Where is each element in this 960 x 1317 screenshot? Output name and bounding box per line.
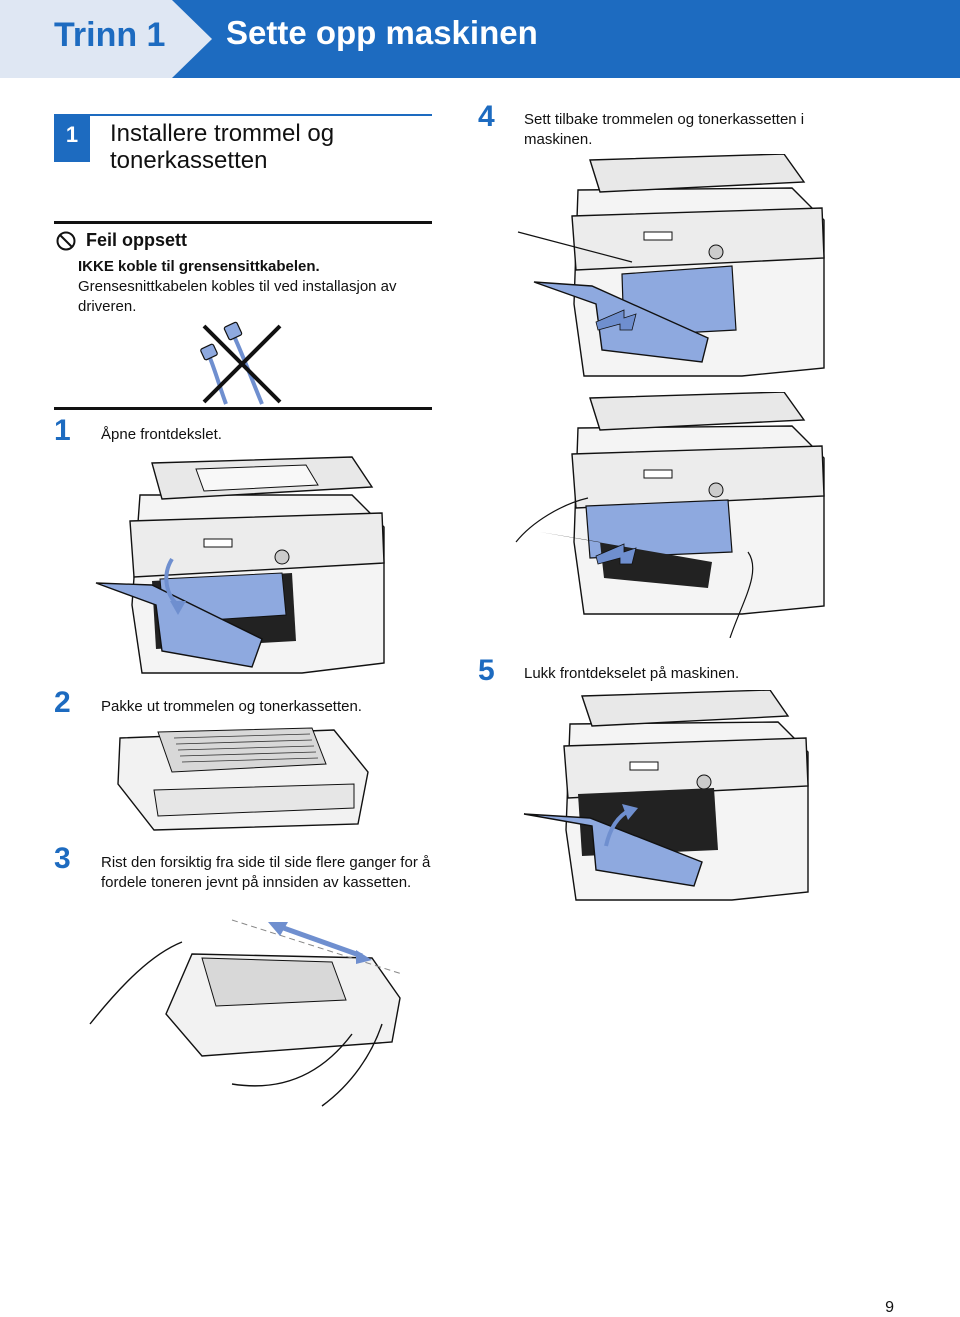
printer-close-cover-illustration: [523, 690, 809, 901]
printer-drum-seated-illustration: [515, 392, 825, 638]
step-3-number: 3: [54, 842, 71, 875]
usb-cable-crossed-illustration: [200, 321, 282, 405]
warning-bottom-rule: [54, 407, 432, 410]
section-number-box: 1: [54, 114, 90, 162]
step-2-number: 2: [54, 686, 71, 719]
step-3-text: Rist den forsiktig fra side til side fle…: [101, 854, 431, 891]
warning-title: Feil oppsett: [86, 230, 188, 250]
step-4-number: 4: [478, 100, 495, 133]
warning-line-1: IKKE koble til grensensittkabelen.: [78, 258, 320, 275]
step-banner-arrow: [0, 0, 212, 78]
warning-body: IKKE koble til grensensittkabelen. Grens…: [78, 257, 438, 317]
section-number: 1: [65, 122, 79, 147]
page-title: Sette opp maskinen: [226, 14, 538, 51]
step-2-text: Pakke ut trommelen og tonerkassetten.: [101, 698, 362, 715]
step-label: Trinn 1: [54, 16, 166, 54]
step-1-number: 1: [54, 414, 71, 447]
page-number: 9: [885, 1299, 894, 1316]
step-5-text: Lukk frontdekselet på maskinen.: [524, 665, 740, 682]
drum-toner-unit-illustration: [117, 727, 369, 831]
warning-top-rule: [54, 221, 432, 224]
printer-insert-drum-illustration: [517, 154, 825, 377]
shake-cartridge-illustration: [89, 919, 403, 1107]
section-rule: [90, 114, 432, 116]
section-title: Installere trommel og tonerkassetten: [110, 120, 335, 174]
printer-open-cover-illustration: [95, 456, 385, 674]
step-4-text: Sett tilbake trommelen og tonerkassetten…: [524, 111, 805, 148]
warning-line-2: Grensesnittkabelen kobles til ved instal…: [78, 278, 397, 315]
step-1-text: Åpne frontdekslet.: [101, 426, 222, 443]
step-5-number: 5: [478, 654, 495, 687]
prohibited-icon: [56, 231, 76, 251]
